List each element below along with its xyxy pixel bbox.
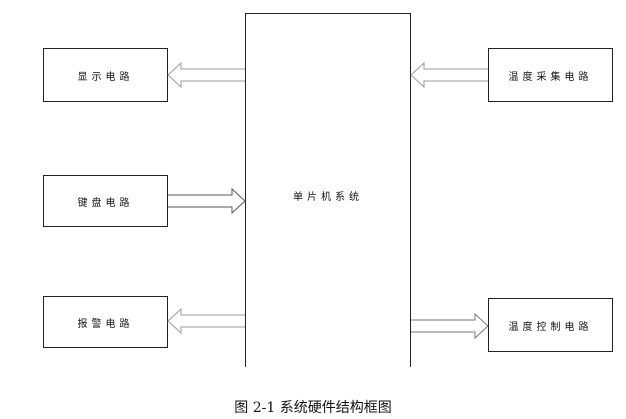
alarm-circuit-box: 报警电路 — [43, 296, 168, 348]
arrow-mcu-to-temp-control — [411, 312, 489, 340]
mcu-system-label: 单片机系统 — [293, 192, 363, 203]
alarm-circuit-label: 报警电路 — [77, 318, 134, 330]
arrow-temp-acquisition-to-mcu — [410, 61, 488, 89]
arrow-mcu-to-display — [167, 61, 245, 89]
display-circuit-label: 显示电路 — [77, 71, 134, 83]
keyboard-circuit-box: 键盘电路 — [43, 175, 168, 227]
temperature-acquisition-label: 温度采集电路 — [508, 71, 593, 83]
keyboard-circuit-label: 键盘电路 — [77, 197, 134, 209]
temperature-acquisition-box: 温度采集电路 — [488, 48, 613, 102]
display-circuit-box: 显示电路 — [43, 48, 168, 102]
arrow-mcu-to-alarm — [167, 307, 245, 335]
figure-caption: 图 2-1 系统硬件结构框图 — [234, 400, 392, 416]
mcu-system-box: 单片机系统 — [245, 13, 411, 367]
temperature-control-box: 温度控制电路 — [488, 298, 613, 352]
arrow-keyboard-to-mcu — [168, 187, 246, 215]
temperature-control-label: 温度控制电路 — [508, 321, 593, 333]
